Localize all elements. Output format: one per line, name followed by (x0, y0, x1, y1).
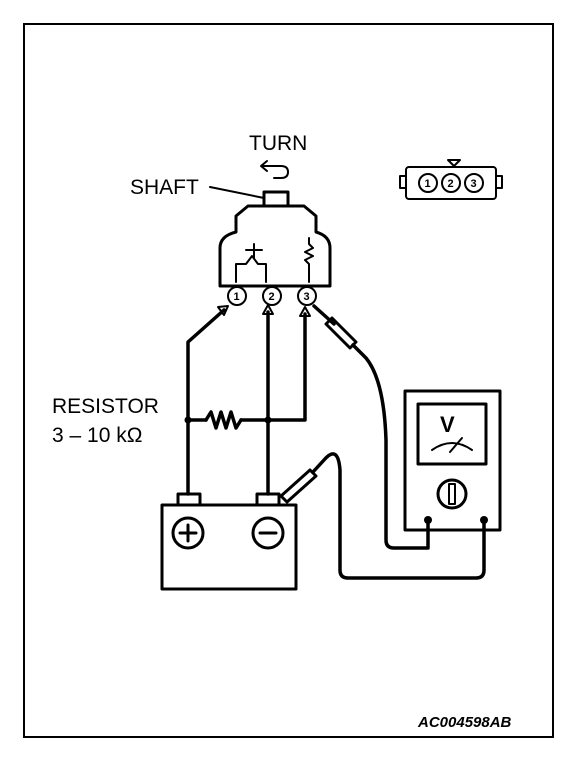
shaft-label: SHAFT (130, 176, 199, 199)
meter-terminal (424, 516, 432, 524)
sensor-terminal-2: 2 (262, 286, 282, 306)
connector-face: 1 2 3 (399, 159, 503, 200)
resistor-label: RESISTOR (52, 395, 159, 418)
svg-text:2: 2 (448, 178, 454, 190)
sensor-body (218, 190, 332, 288)
wire-junction (184, 416, 192, 424)
svg-text:3: 3 (471, 178, 477, 190)
svg-text:3: 3 (304, 291, 310, 303)
svg-text:1: 1 (425, 178, 431, 190)
wire-junction (264, 416, 272, 424)
connector-pin-3: 3 (464, 173, 484, 193)
svg-text:2: 2 (269, 291, 275, 303)
diagram-frame (23, 23, 554, 738)
connector-pin-1: 1 (418, 173, 438, 193)
battery-positive-symbol (171, 516, 205, 550)
sensor-terminal-3: 3 (297, 286, 317, 306)
battery-negative-symbol (251, 516, 285, 550)
connector-pin-2: 2 (441, 173, 461, 193)
figure-code-label: AC004598AB (417, 714, 512, 731)
shaft-leader-line (209, 186, 265, 199)
svg-text:1: 1 (234, 291, 240, 303)
meter-dial-knob-icon (436, 478, 468, 510)
voltmeter-symbol: V (440, 412, 455, 437)
voltmeter: V (403, 389, 502, 532)
wiring (184, 304, 486, 580)
battery (160, 492, 298, 591)
meter-terminal (480, 516, 488, 524)
sensor-terminal-1: 1 (227, 286, 247, 306)
turn-arrow-icon (260, 160, 289, 179)
turn-label: TURN (249, 132, 307, 155)
resistor-value-label: 3 – 10 kΩ (52, 424, 142, 447)
